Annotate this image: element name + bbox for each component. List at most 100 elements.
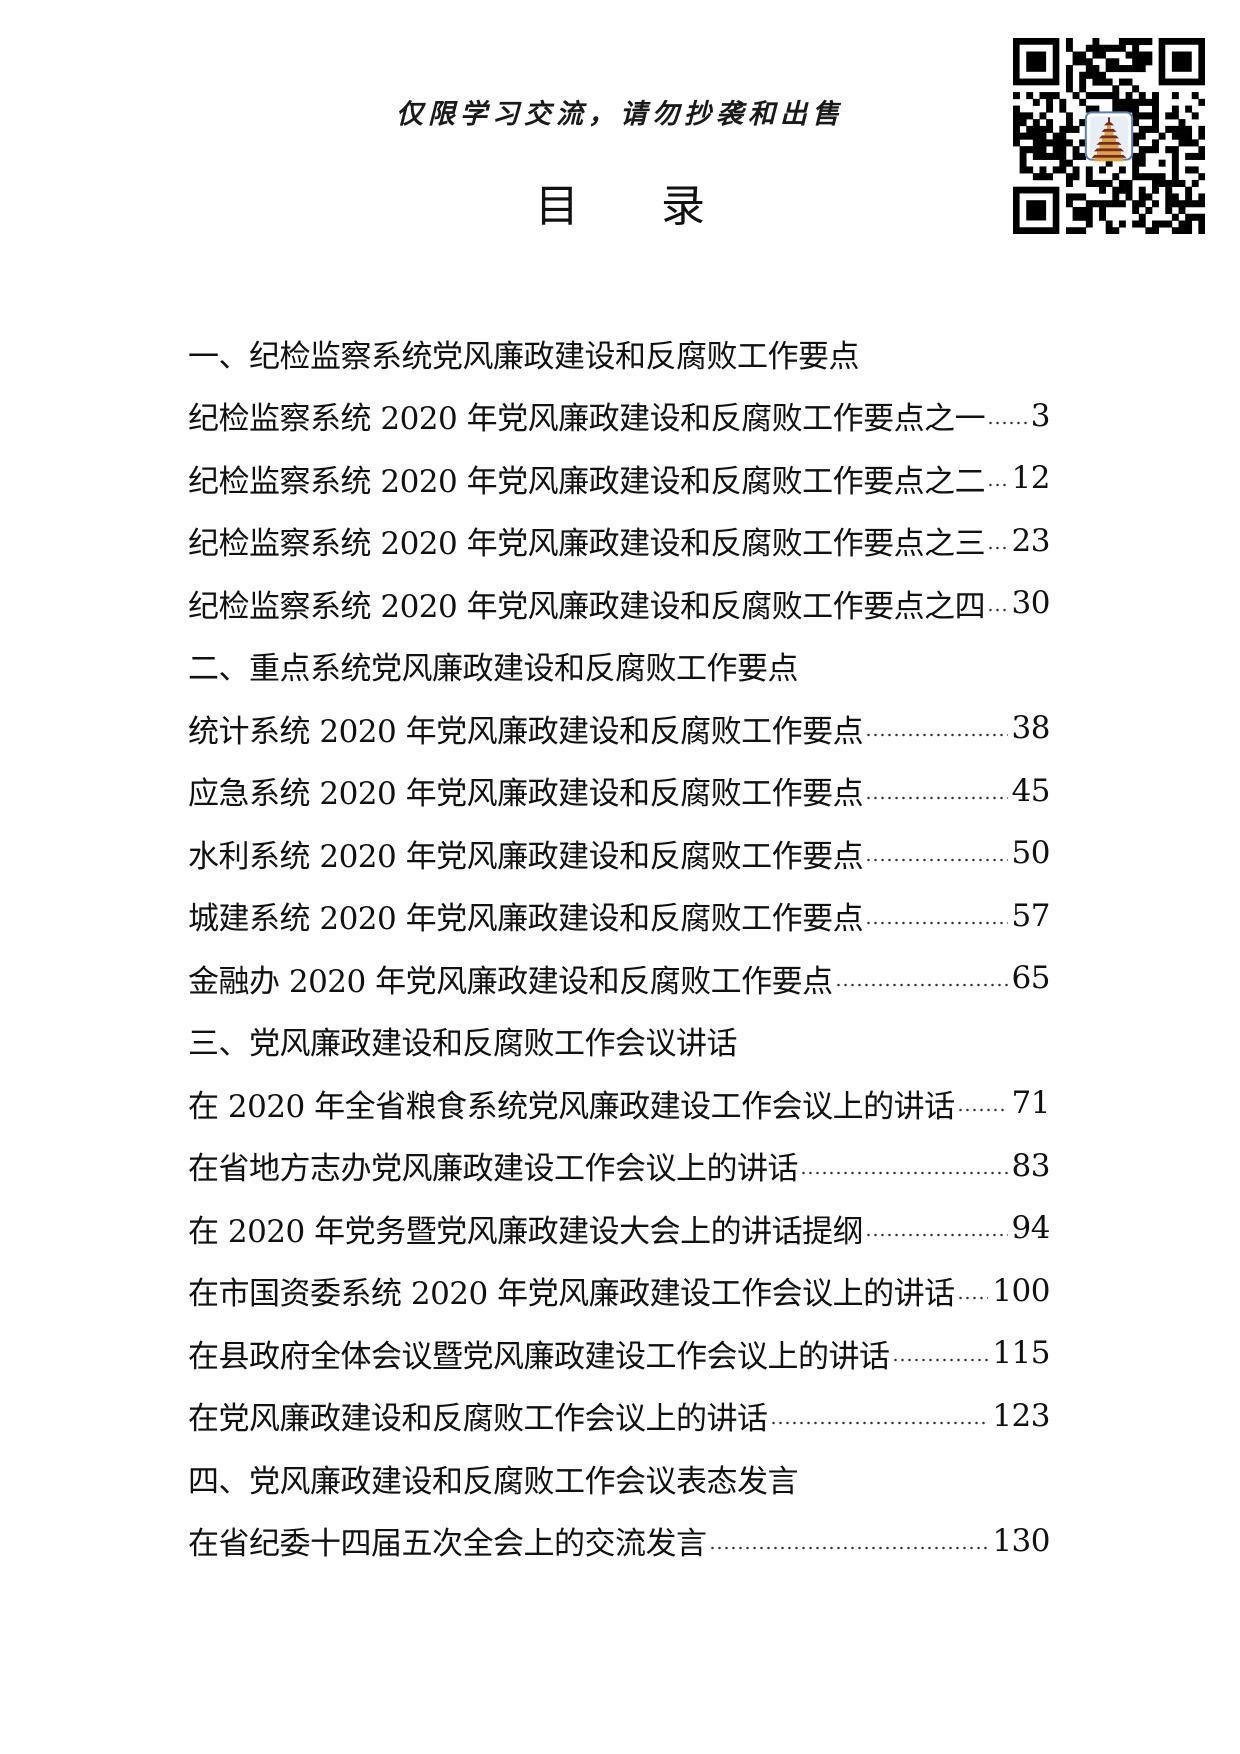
toc-entry[interactable]: 在省纪委十四届五次全会上的交流发言 130	[188, 1510, 1050, 1573]
qr-module	[1165, 220, 1173, 228]
qr-module	[1099, 179, 1106, 187]
qr-module	[1072, 146, 1080, 154]
qr-module	[1072, 213, 1080, 221]
qr-module	[1138, 159, 1146, 167]
qr-module	[1125, 92, 1133, 100]
qr-module	[1019, 132, 1027, 140]
toc-entry-page: 3	[1030, 397, 1051, 434]
pagoda-tier	[1097, 151, 1121, 155]
qr-module	[1171, 227, 1179, 234]
qr-module	[1118, 98, 1126, 106]
qr-module	[1118, 179, 1126, 187]
qr-module	[1079, 139, 1087, 147]
qr-module	[1039, 92, 1047, 100]
qr-module	[1013, 92, 1020, 100]
toc-entry[interactable]: 水利系统 2020 年党风廉政建设和反腐败工作要点 50	[188, 822, 1051, 885]
qr-module	[1152, 125, 1159, 133]
qr-module	[1138, 112, 1146, 120]
qr-module	[1138, 132, 1146, 140]
qr-module	[1085, 220, 1093, 228]
qr-module	[1118, 220, 1126, 228]
qr-module	[1032, 132, 1040, 140]
toc-entry[interactable]: 纪检监察系统 2020 年党风廉政建设和反腐败工作要点之三 23	[188, 510, 1051, 573]
qr-module	[1085, 65, 1093, 73]
toc-entry[interactable]: 在县政府全体会议暨党风廉政建设工作会议上的讲话 115	[188, 1322, 1050, 1385]
qr-module	[1059, 132, 1067, 140]
pagoda-spire	[1108, 117, 1110, 124]
toc-entry[interactable]: 纪检监察系统 2020 年党风廉政建设和反腐败工作要点之四 30	[188, 572, 1051, 635]
toc-entry[interactable]: 应急系统 2020 年党风廉政建设和反腐败工作要点 45	[188, 760, 1051, 823]
toc-entry[interactable]: 纪检监察系统 2020 年党风廉政建设和反腐败工作要点之二 12	[188, 447, 1051, 510]
qr-module	[1152, 179, 1159, 187]
qr-module	[1046, 119, 1054, 127]
toc-entry[interactable]: 在市国资委系统 2020 年党风廉政建设工作会议上的讲话 100	[188, 1260, 1050, 1323]
qr-module	[1198, 125, 1205, 133]
qr-module	[1059, 166, 1067, 174]
qr-module	[1178, 139, 1186, 147]
qr-module	[1171, 213, 1179, 221]
qr-module	[1191, 213, 1199, 221]
qr-module	[1198, 98, 1205, 106]
qr-module	[1145, 146, 1153, 154]
toc-entry[interactable]: 在 2020 年全省粮食系统党风廉政建设工作会议上的讲话 71	[188, 1072, 1051, 1135]
qr-module	[1191, 152, 1199, 160]
dot-leader	[987, 420, 1027, 425]
toc-entry-title: 在 2020 年党务暨党风廉政建设大会上的讲话提纲	[188, 1213, 864, 1250]
toc-entry-title: 应急系统 2020 年党风廉政建设和反腐败工作要点	[188, 776, 864, 813]
qr-module	[1019, 166, 1027, 174]
qr-module	[1112, 85, 1120, 93]
toc-entry[interactable]: 金融办 2020 年党风廉政建设和反腐败工作要点 65	[188, 947, 1051, 1010]
qr-module	[1085, 200, 1093, 208]
qr-module	[1132, 152, 1140, 160]
qr-code	[1013, 38, 1205, 234]
qr-module	[1099, 44, 1106, 52]
qr-module	[1198, 152, 1205, 160]
qr-module	[1039, 132, 1047, 140]
toc-entry-page: 94	[1011, 1210, 1051, 1247]
qr-module	[1138, 51, 1146, 59]
toc-entry[interactable]: 在 2020 年党务暨党风廉政建设大会上的讲话提纲 94	[188, 1197, 1051, 1260]
qr-module	[1059, 159, 1067, 167]
toc-entry[interactable]: 纪检监察系统 2020 年党风廉政建设和反腐败工作要点之一 3	[188, 385, 1051, 448]
qr-module	[1178, 220, 1186, 228]
toc-entry-page: 123	[992, 1397, 1050, 1434]
pagoda-tier	[1102, 138, 1116, 142]
qr-module	[1065, 44, 1073, 52]
qr-module	[1152, 139, 1159, 147]
qr-module	[1052, 152, 1060, 160]
toc-entry[interactable]: 在党风廉政建设和反腐败工作会议上的讲话 123	[188, 1385, 1050, 1448]
toc-entry-page: 45	[1011, 772, 1051, 809]
qr-module	[1092, 78, 1100, 86]
qr-module	[1112, 193, 1120, 201]
qr-module	[1099, 186, 1106, 194]
qr-module	[1105, 44, 1113, 52]
qr-module	[1185, 186, 1193, 194]
qr-module	[1138, 173, 1146, 181]
qr-module	[1019, 159, 1027, 167]
qr-module	[1145, 51, 1153, 59]
qr-module	[1079, 58, 1087, 66]
dot-leader	[987, 483, 1008, 488]
toc-entry[interactable]: 统计系统 2020 年党风廉政建设和反腐败工作要点 38	[188, 697, 1051, 760]
qr-module	[1046, 152, 1054, 160]
qr-module	[1059, 152, 1067, 160]
qr-module	[1039, 166, 1047, 174]
toc-entry-title: 金融办 2020 年党风廉政建设和反腐败工作要点	[188, 963, 833, 1000]
qr-module	[1072, 173, 1080, 181]
toc-entry[interactable]: 在省地方志办党风廉政建设工作会议上的讲话 83	[188, 1135, 1051, 1198]
qr-module	[1099, 51, 1106, 59]
qr-module	[1138, 193, 1146, 201]
qr-module	[1072, 58, 1080, 66]
toc-entry-title: 城建系统 2020 年党风廉政建设和反腐败工作要点	[188, 901, 864, 938]
qr-module	[1138, 38, 1146, 46]
qr-module	[1165, 206, 1173, 215]
qr-module	[1132, 159, 1140, 167]
qr-module	[1178, 227, 1186, 234]
qr-module	[1065, 38, 1073, 46]
qr-module	[1013, 125, 1020, 133]
qr-module	[1125, 179, 1133, 187]
pagoda-tier	[1107, 125, 1111, 129]
qr-module	[1072, 92, 1080, 100]
qr-module	[1092, 92, 1100, 100]
toc-entry[interactable]: 城建系统 2020 年党风廉政建设和反腐败工作要点 57	[188, 885, 1051, 948]
